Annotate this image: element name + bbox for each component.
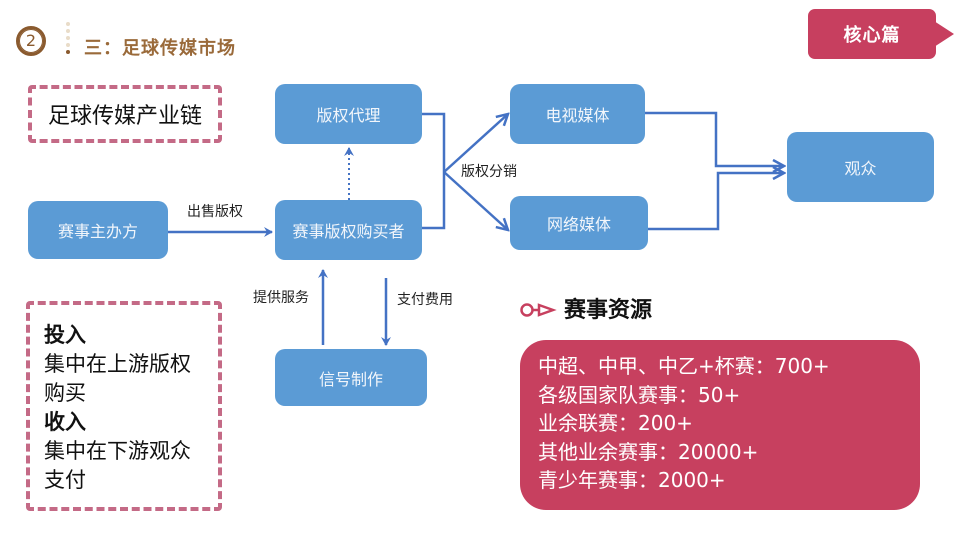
resource-item: 业余联赛：200+	[538, 411, 693, 435]
resource-item: 青少年赛事：2000+	[538, 468, 726, 492]
output-heading: 收入	[44, 410, 86, 434]
resource-item: 各级国家队赛事：50+	[538, 382, 741, 407]
input-text-line2: 购买	[44, 381, 86, 405]
node-tv-media: 电视媒体	[510, 84, 645, 144]
resource-item: 其他业余赛事：20000+	[538, 439, 759, 464]
decorative-dots	[66, 22, 70, 54]
input-output-box: 投入 集中在上游版权 购买 收入 集中在下游观众 支付	[26, 301, 222, 511]
industry-chain-label: 足球传媒产业链	[47, 104, 202, 129]
input-heading: 投入	[44, 323, 86, 347]
node-signal-production: 信号制作	[275, 349, 427, 406]
section-number: 2	[19, 29, 43, 53]
label-distribution: 版权分销	[461, 164, 517, 180]
arrow-tv-to-audience	[645, 111, 784, 166]
node-event-organizer: 赛事主办方	[28, 201, 168, 259]
resources-title: 赛事资源	[564, 298, 653, 323]
node-rights-agent: 版权代理	[275, 84, 422, 144]
industry-chain-label-box: 足球传媒产业链	[28, 85, 222, 143]
section-number-badge: 2	[16, 26, 46, 56]
label-sell-rights: 出售版权	[187, 204, 243, 220]
resources-box: 中超、中甲、中乙+杯赛：700+ 各级国家队赛事：50+ 业余联赛：200+ 其…	[520, 340, 920, 510]
node-audience: 观众	[787, 132, 934, 202]
output-text-line2: 支付	[44, 468, 86, 492]
page-title: 三：足球传媒市场	[84, 38, 236, 59]
resource-item: 中超、中甲、中乙+杯赛：700+	[538, 354, 830, 378]
output-text-line1: 集中在下游观众	[44, 439, 191, 463]
label-provide-service: 提供服务	[253, 290, 309, 306]
core-tag-label: 核心篇	[843, 25, 901, 46]
node-online-media: 网络媒体	[510, 196, 648, 250]
key-bullet-icon	[520, 303, 557, 317]
tag-pointer-icon	[934, 21, 954, 47]
node-rights-buyer: 赛事版权购买者	[275, 200, 422, 260]
input-text-line1: 集中在上游版权	[44, 352, 191, 376]
label-pay-fee: 支付费用	[397, 292, 453, 308]
arrow-web-to-audience	[648, 173, 784, 231]
core-section-tag: 核心篇	[808, 9, 954, 59]
connector-agent-bracket	[422, 112, 446, 230]
